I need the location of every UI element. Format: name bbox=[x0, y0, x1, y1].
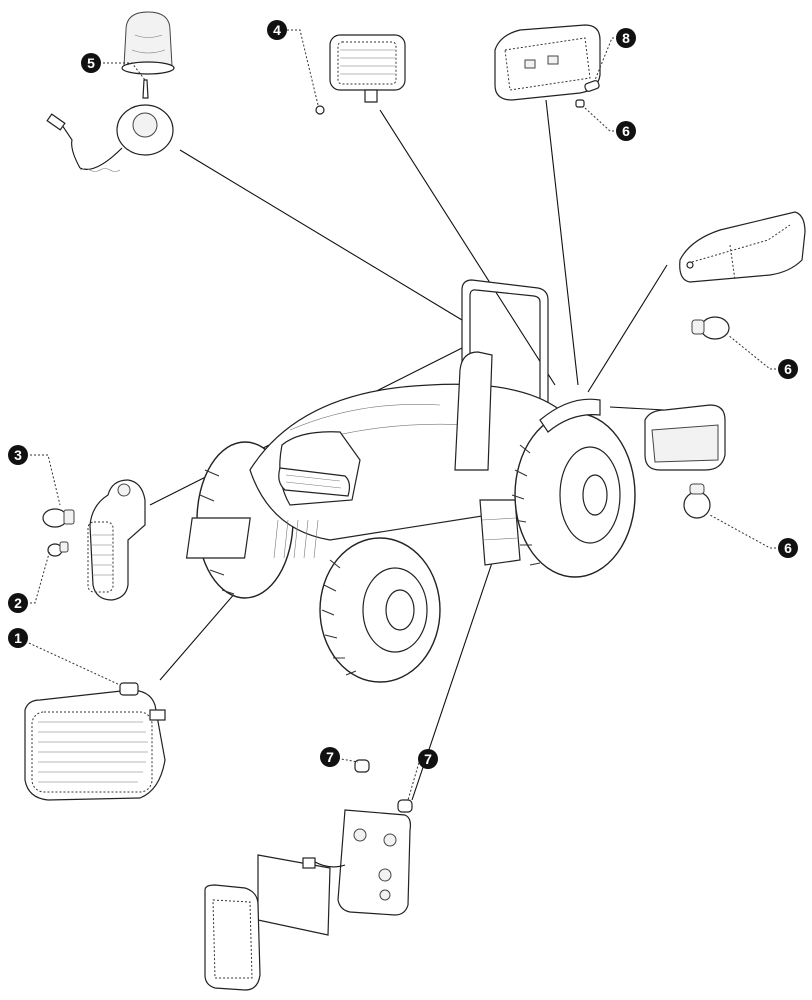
rear-lamp-icon bbox=[204, 759, 413, 991]
callout-8: 8 bbox=[616, 28, 636, 48]
callout-6-lower-right: 6 bbox=[778, 538, 798, 558]
bulb-icon bbox=[691, 316, 730, 340]
callout-3: 3 bbox=[8, 445, 28, 465]
side-indicator-icon bbox=[644, 404, 726, 471]
callout-6-top-label: 6 bbox=[622, 123, 630, 139]
callout-1-label: 1 bbox=[14, 630, 22, 646]
callout-4: 4 bbox=[267, 20, 287, 40]
bulb-icon bbox=[683, 483, 711, 519]
headlamp-icon bbox=[24, 682, 166, 801]
callout-5: 5 bbox=[81, 53, 101, 73]
callout-7-right: 7 bbox=[418, 749, 438, 769]
callout-6-lower-right-label: 6 bbox=[784, 540, 792, 556]
callout-6-upper-right-label: 6 bbox=[784, 361, 792, 377]
work-light-icon bbox=[315, 34, 406, 115]
rotating-beacon-icon bbox=[46, 11, 175, 172]
callout-7-left: 7 bbox=[320, 747, 340, 767]
side-marker-light-icon bbox=[87, 479, 146, 601]
callout-2: 2 bbox=[8, 593, 28, 613]
callout-6-top: 6 bbox=[616, 121, 636, 141]
callout-4-label: 4 bbox=[273, 22, 281, 38]
callout-1: 1 bbox=[8, 628, 28, 648]
fender-light-icon bbox=[494, 24, 601, 108]
callout-5-label: 5 bbox=[87, 55, 95, 71]
callout-2-label: 2 bbox=[14, 595, 22, 611]
callout-3-label: 3 bbox=[14, 447, 22, 463]
callout-8-label: 8 bbox=[622, 30, 630, 46]
callout-7-left-label: 7 bbox=[326, 749, 334, 765]
callout-7-right-label: 7 bbox=[424, 751, 432, 767]
bulb-icon bbox=[42, 508, 75, 557]
callout-6-upper-right: 6 bbox=[778, 359, 798, 379]
fender-lens-icon bbox=[679, 211, 806, 283]
tractor-illustration bbox=[185, 279, 636, 683]
